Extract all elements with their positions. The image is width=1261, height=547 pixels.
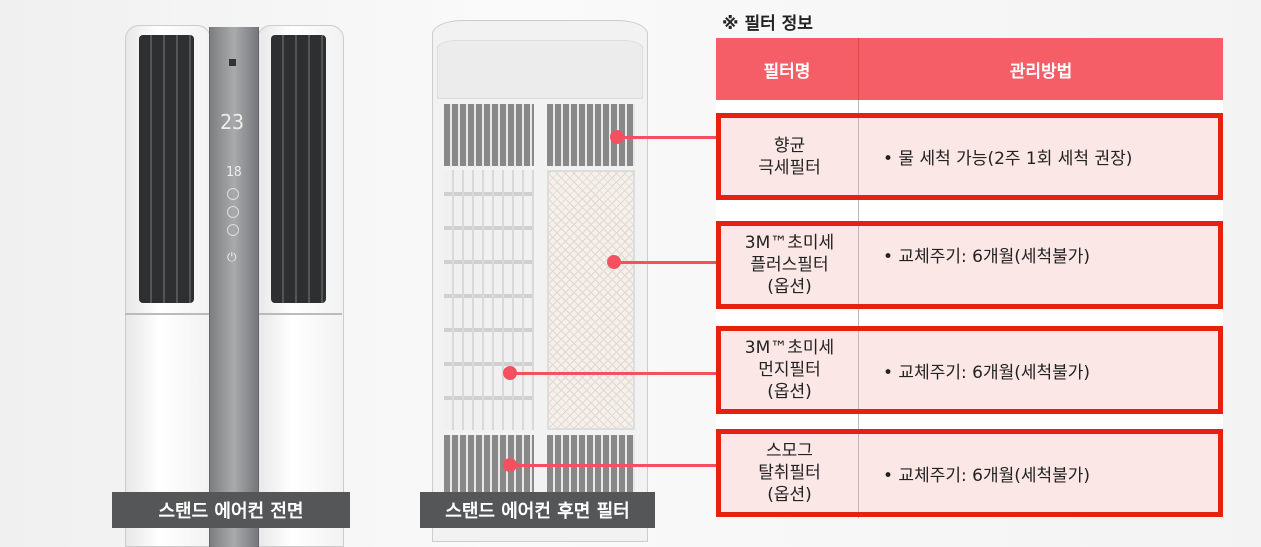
sensor-icon [229,59,236,66]
filter-table: 필터명 관리방법 향균 극세필터• 물 세척 가능(2주 1회 세척 권장) 3… [716,38,1223,518]
table-row: 스모그 탈취필터 (옵션)• 교체주기: 6개월(세척불가) [716,429,1223,517]
fan-button-icon [227,224,239,236]
rear-caption: 스탠드 에어컨 후면 필터 [420,492,655,528]
down-button-icon [227,206,239,218]
front-caption: 스탠드 에어컨 전면 [112,492,350,528]
header-filter-name: 필터명 [716,38,859,100]
temperature-display: 23 [220,110,245,134]
left-grille [139,35,194,303]
table-row: 3M™초미세 먼지필터 (옵션)• 교체주기: 6개월(세척불가) [716,326,1223,414]
right-grille [271,35,326,303]
power-icon: ⏻ [227,250,237,264]
header-method: 관리방법 [859,38,1223,100]
table-row: 향균 극세필터• 물 세척 가능(2주 1회 세척 권장) [716,113,1223,200]
table-title: ※ 필터 정보 [722,14,813,34]
value-display: 18 [226,165,242,180]
up-button-icon [227,188,239,200]
table-row: 3M™초미세 플러스필터 (옵션)• 교체주기: 6개월(세척불가) [716,221,1223,309]
